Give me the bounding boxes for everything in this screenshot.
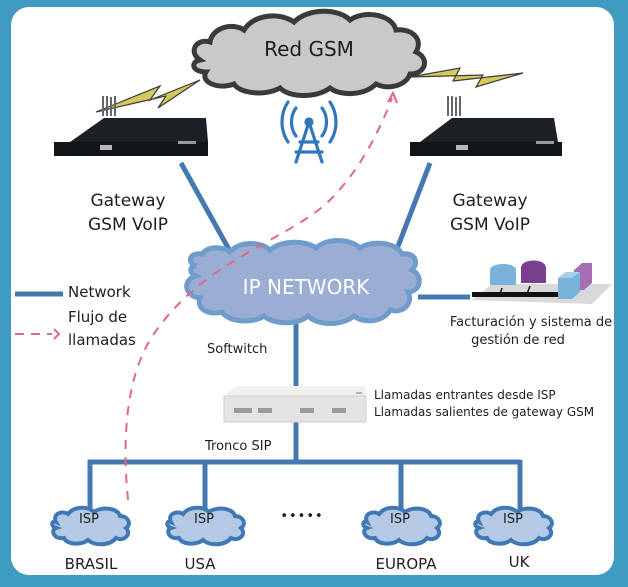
softswitch-note-line2: Llamadas salientes de gateway GSM (374, 405, 595, 419)
lightning-right-icon (409, 67, 524, 89)
radio-tower-icon (280, 100, 338, 164)
gateway-left-label-line1: Gateway (90, 191, 166, 211)
billing-label-line2: gestión de red (471, 333, 565, 348)
gsm-cloud-icon (191, 8, 427, 98)
ip-cloud-label: IP NETWORK (242, 275, 370, 299)
gateway-left-device-icon (54, 96, 208, 156)
gateway-right-label-line2: GSM VoIP (449, 215, 531, 235)
more-isps-ellipsis: ••••• (280, 509, 324, 524)
trunk-label: Tronco SIP (205, 439, 272, 454)
isp-cloud-uk-icon (473, 505, 554, 547)
isp-cloud-europa-icon (361, 505, 442, 547)
legend-flow-label-line2: llamadas (68, 331, 136, 349)
call-flow-arrowhead-icon (387, 90, 398, 104)
softswitch-device-icon (223, 386, 367, 423)
legend-flow-label-line1: Flujo de (68, 308, 128, 326)
lightning-left-icon (95, 79, 201, 113)
softswitch-note-line1: Llamadas entrantes desde ISP (374, 388, 556, 402)
gateway-right-label-line1: Gateway (452, 191, 528, 211)
isp-uk-cloud-label: ISP (503, 512, 523, 527)
billing-system-icon (472, 260, 612, 304)
legend-network-label: Network (68, 283, 131, 301)
legend-flow-arrow-icon (53, 328, 61, 340)
gsm-cloud-label: Red GSM (264, 37, 354, 61)
link-left-gateway-to-ip (178, 161, 239, 264)
isp-cloud-brasil-icon (50, 505, 131, 547)
gateway-right-device-icon (410, 96, 562, 156)
isp-clouds (50, 505, 554, 547)
region-europa-label: EUROPA (375, 555, 437, 573)
region-usa-label: USA (184, 555, 216, 573)
region-brasil-label: BRASIL (64, 555, 118, 573)
gateway-left-label-line2: GSM VoIP (87, 215, 169, 235)
region-uk-label: UK (508, 553, 530, 571)
isp-cloud-usa-icon (165, 505, 246, 547)
billing-label-line1: Facturación y sistema de (449, 315, 613, 330)
network-links (87, 161, 523, 512)
isp-usa-cloud-label: ISP (194, 512, 214, 527)
isp-europa-cloud-label: ISP (390, 512, 410, 527)
softswitch-label: Softwitch (207, 342, 268, 357)
isp-brasil-cloud-label: ISP (79, 512, 99, 527)
call-flow-path (124, 97, 393, 501)
link-right-gateway-to-ip (389, 162, 433, 263)
